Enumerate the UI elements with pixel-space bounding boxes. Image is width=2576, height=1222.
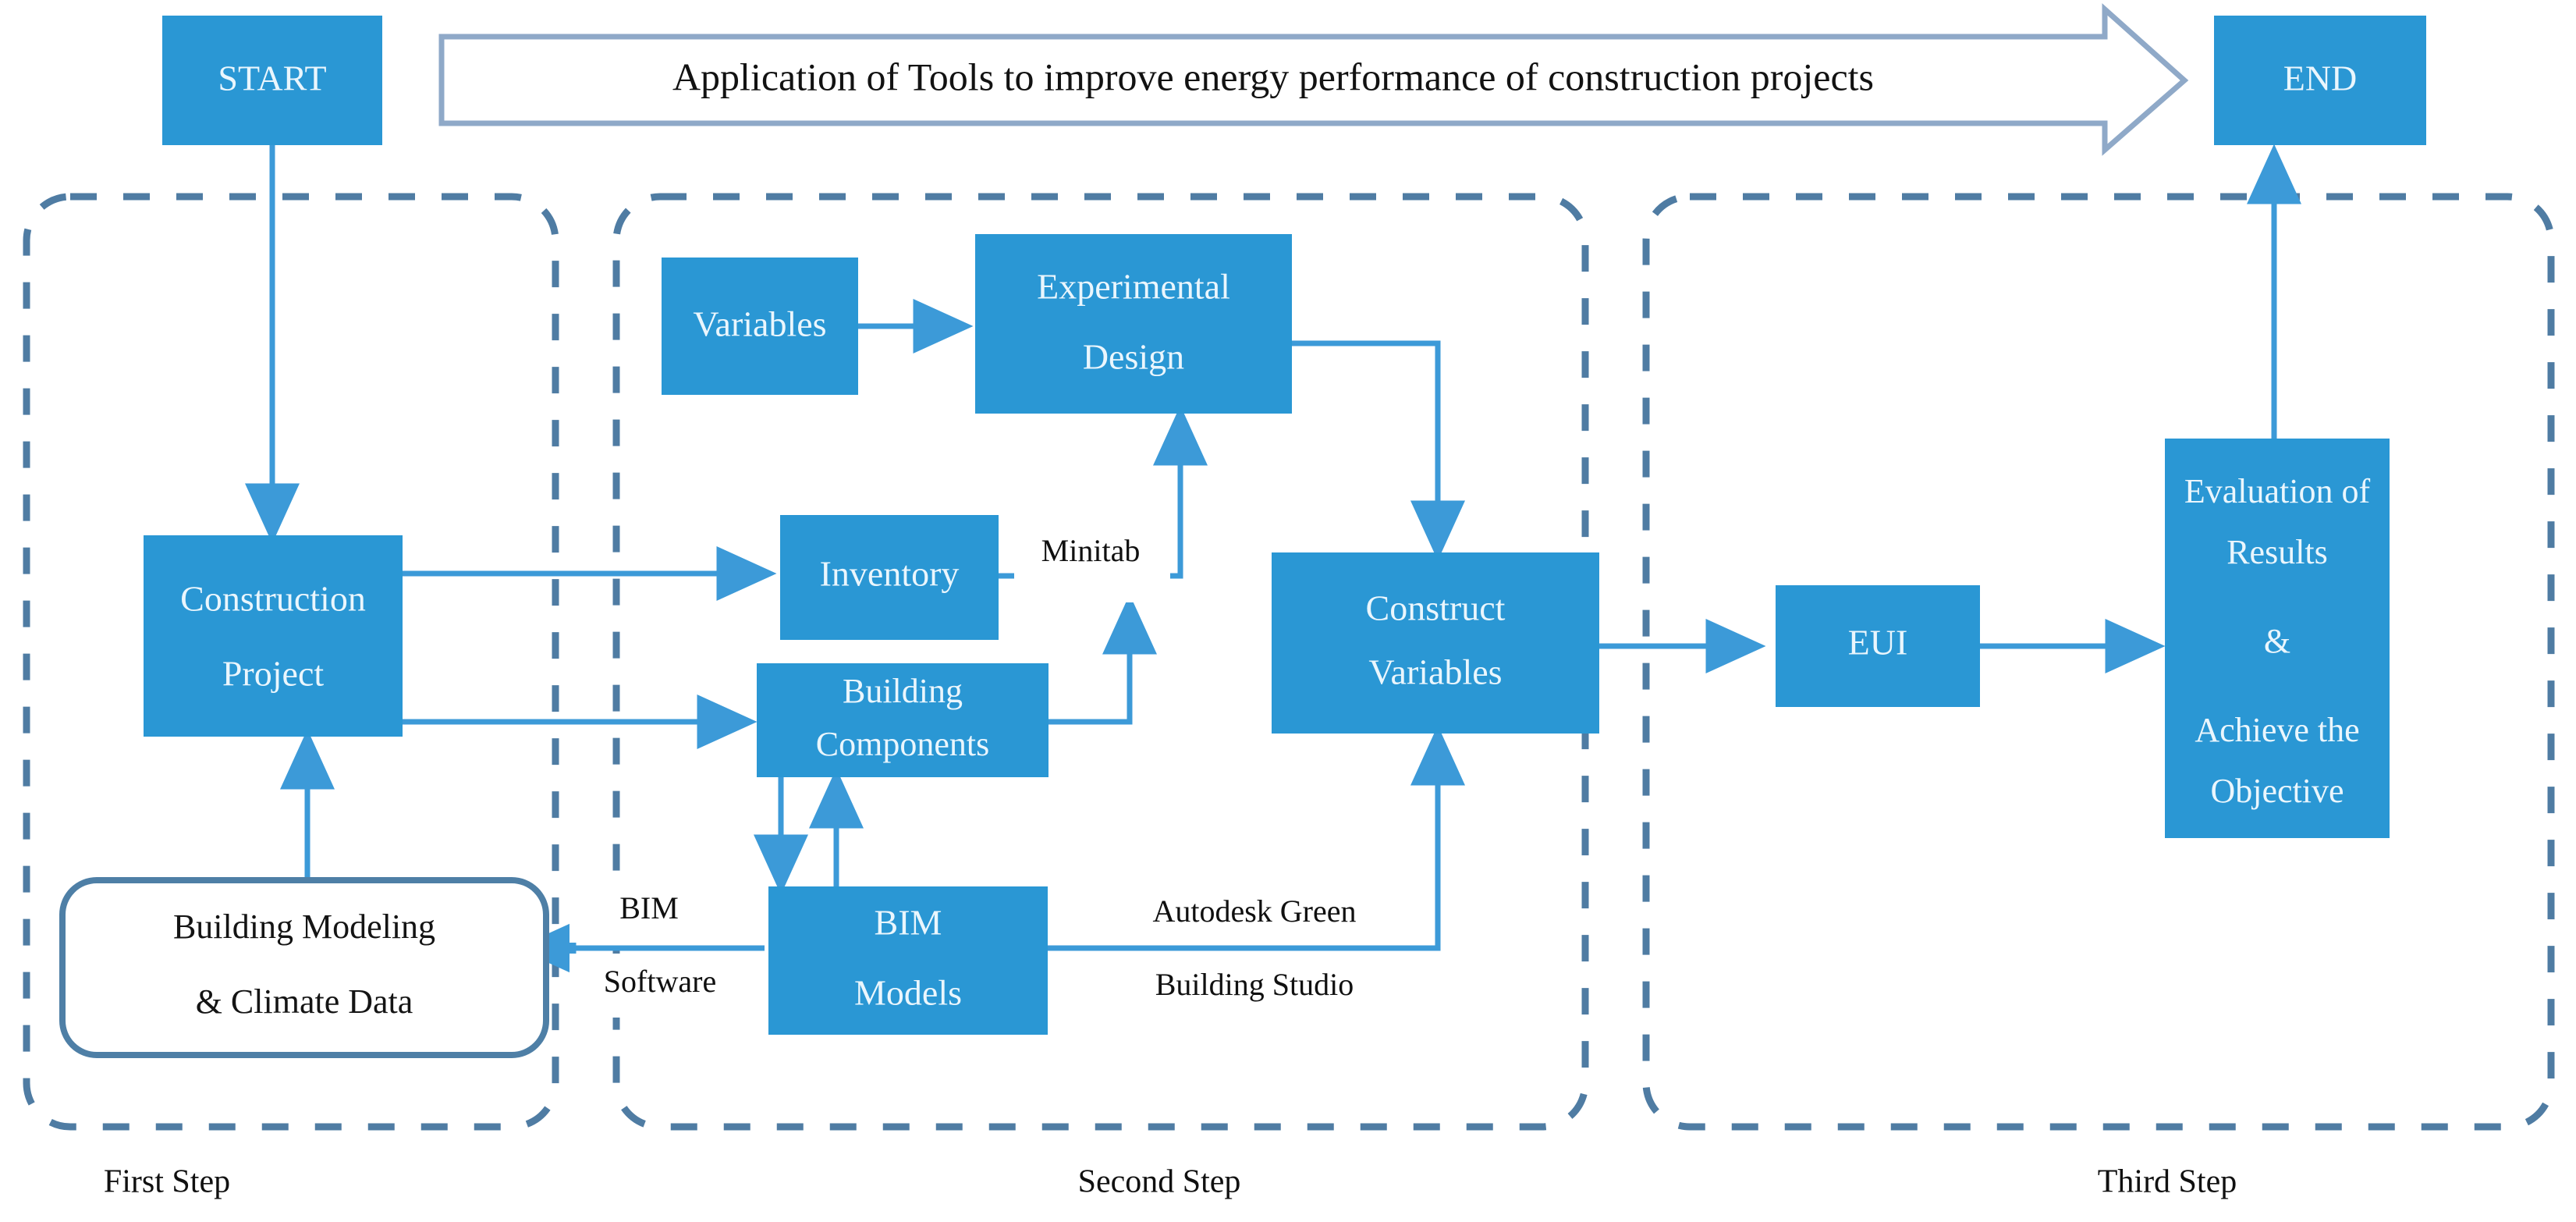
group-first-step-container [23, 193, 559, 1131]
edge-label-bim-software-line1: BIM [619, 890, 679, 925]
node-evaluation-results-line1: Evaluation of [2184, 472, 2371, 510]
node-evaluation-results-line3: & [2264, 622, 2290, 660]
group-second-step-container [612, 193, 1589, 1131]
edge-label-minitab: Minitab [1041, 533, 1141, 568]
edge-label-masks [569, 546, 1423, 1018]
node-inventory-label: Inventory [820, 554, 960, 594]
edge-experimental-design-to-construct-variables [1289, 340, 1465, 561]
group-label-second-step: Second Step [1078, 1164, 1241, 1200]
node-building-modeling-line2: & Climate Data [196, 982, 413, 1021]
node-experimental-design-line1: Experimental [1037, 267, 1230, 307]
node-variables-rect [662, 258, 858, 395]
node-construction-project-line1: Construction [180, 579, 366, 619]
node-evaluation-results-line5: Objective [2210, 772, 2344, 810]
edge-label-autodesk-line1: Autodesk Green [1152, 893, 1356, 929]
node-evaluation-results-line2: Results [2227, 533, 2328, 571]
node-building-modeling-rect [59, 877, 549, 1058]
node-building-modeling-line1: Building Modeling [173, 908, 435, 946]
node-evaluation-results-line4: Achieve the [2195, 711, 2359, 749]
group-label-first-step: First Step [104, 1164, 230, 1200]
node-experimental-design-line2: Design [1083, 337, 1184, 377]
edge-label-bim-software-line2: Software [604, 964, 716, 999]
node-bim-models-rect [768, 886, 1048, 1035]
node-building-components-line2: Components [816, 725, 989, 763]
node-construct-variables-line2: Variables [1368, 652, 1502, 692]
edge-bim-models-to-construct-variables [1048, 725, 1465, 951]
node-eui-label: EUI [1848, 623, 1908, 663]
node-evaluation-results-rect [2165, 439, 2390, 838]
node-start-label: START [218, 59, 326, 98]
node-end-rect [2214, 16, 2426, 145]
group-label-third-step: Third Step [2098, 1164, 2237, 1200]
node-construction-project-line2: Project [222, 654, 325, 694]
node-building-components-rect [757, 663, 1048, 777]
node-construct-variables-line1: Construct [1366, 588, 1506, 628]
node-construct-variables-rect [1272, 552, 1599, 734]
node-rectangles [59, 16, 2426, 1058]
edge-label-autodesk-line2: Building Studio [1155, 967, 1354, 1002]
node-experimental-design-rect [975, 234, 1292, 414]
node-start-rect [162, 16, 382, 145]
edge-building-components-to-minitab-line [1048, 594, 1157, 725]
node-end-label: END [2283, 59, 2358, 98]
node-bim-models-line2: Models [854, 973, 962, 1013]
node-bim-models-line1: BIM [875, 903, 942, 943]
node-variables-label: Variables [693, 304, 826, 344]
title-banner-shape [438, 3, 2189, 156]
title-banner-label: Application of Tools to improve energy p… [672, 55, 1874, 98]
node-building-components-line1: Building [843, 672, 963, 710]
node-eui-rect [1776, 585, 1980, 707]
connector-group [245, 144, 2301, 975]
node-inventory-rect [780, 515, 999, 640]
node-construction-project-rect [144, 535, 403, 737]
